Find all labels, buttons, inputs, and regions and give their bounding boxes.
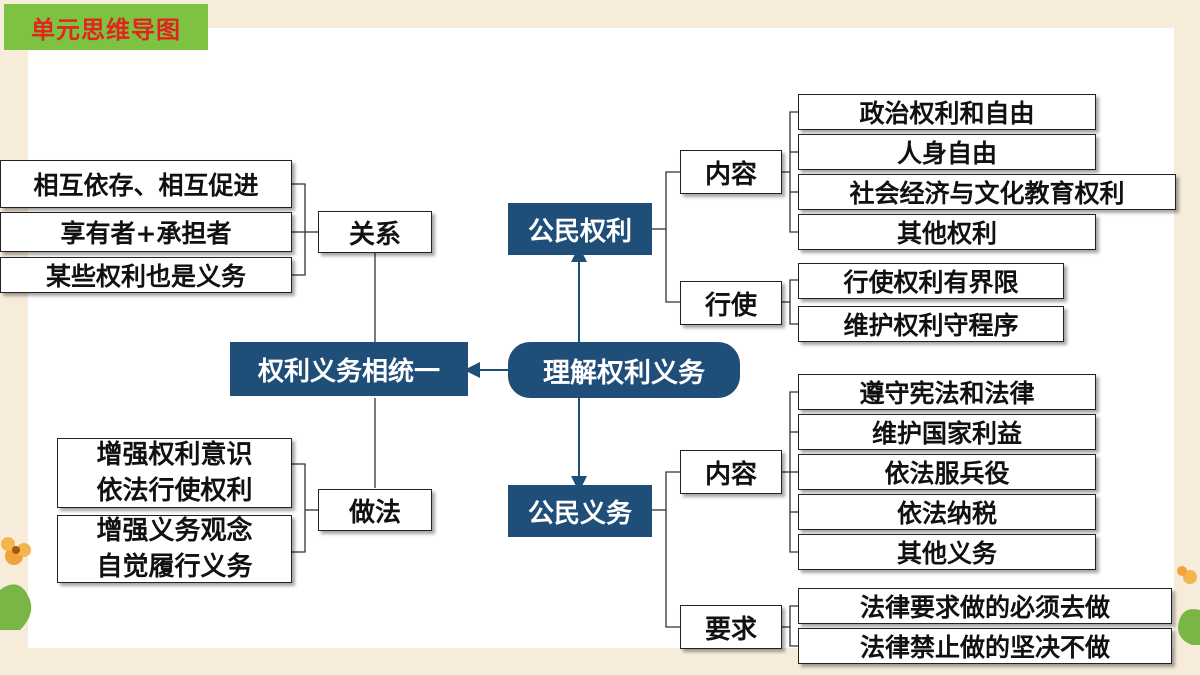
practice-item-line: 增强义务观念	[96, 516, 253, 546]
duties-content-item: 依法服兵役	[798, 454, 1096, 490]
duties-content-item: 依法纳税	[798, 494, 1096, 530]
rights-exercise-node: 行使	[680, 281, 782, 325]
duties-node: 公民义务	[508, 485, 652, 537]
practice-item-line: 增强权利意识	[96, 440, 253, 470]
practice-item: 增强权利意识 依法行使权利	[57, 438, 292, 508]
duties-requirement-node: 要求	[680, 605, 782, 649]
rights-node: 公民权利	[508, 203, 652, 255]
flower-decoration-icon	[1177, 566, 1200, 645]
rights-content-node: 内容	[680, 150, 782, 194]
rights-exercise-item: 行使权利有界限	[798, 263, 1064, 299]
duties-content-item: 其他义务	[798, 534, 1096, 570]
practice-item-line: 依法行使权利	[96, 476, 253, 506]
center-node: 理解权利义务	[508, 342, 740, 398]
flower-decoration-icon	[0, 537, 32, 630]
rights-content-item: 其他权利	[798, 214, 1096, 250]
relation-node: 关系	[318, 211, 432, 253]
unify-node: 权利义务相统一	[230, 342, 468, 396]
duties-content-item: 遵守宪法和法律	[798, 374, 1096, 410]
duties-requirement-item: 法律禁止做的坚决不做	[798, 628, 1172, 664]
practice-item-line: 自觉履行义务	[96, 552, 253, 582]
duties-content-item: 维护国家利益	[798, 414, 1096, 450]
practice-item: 增强义务观念 自觉履行义务	[57, 515, 292, 583]
rights-content-item: 社会经济与文化教育权利	[798, 174, 1176, 210]
rights-content-item: 人身自由	[798, 134, 1096, 170]
relation-item: 相互依存、相互促进	[0, 160, 292, 208]
duties-requirement-item: 法律要求做的必须去做	[798, 588, 1172, 624]
relation-item: 享有者+承担者	[0, 212, 292, 252]
rights-exercise-item: 维护权利守程序	[798, 306, 1064, 342]
relation-item: 某些权利也是义务	[0, 257, 292, 293]
practice-node: 做法	[318, 489, 432, 531]
page-title: 单元思维导图	[4, 4, 208, 50]
rights-content-item: 政治权利和自由	[798, 94, 1096, 130]
duties-content-node: 内容	[680, 450, 782, 494]
